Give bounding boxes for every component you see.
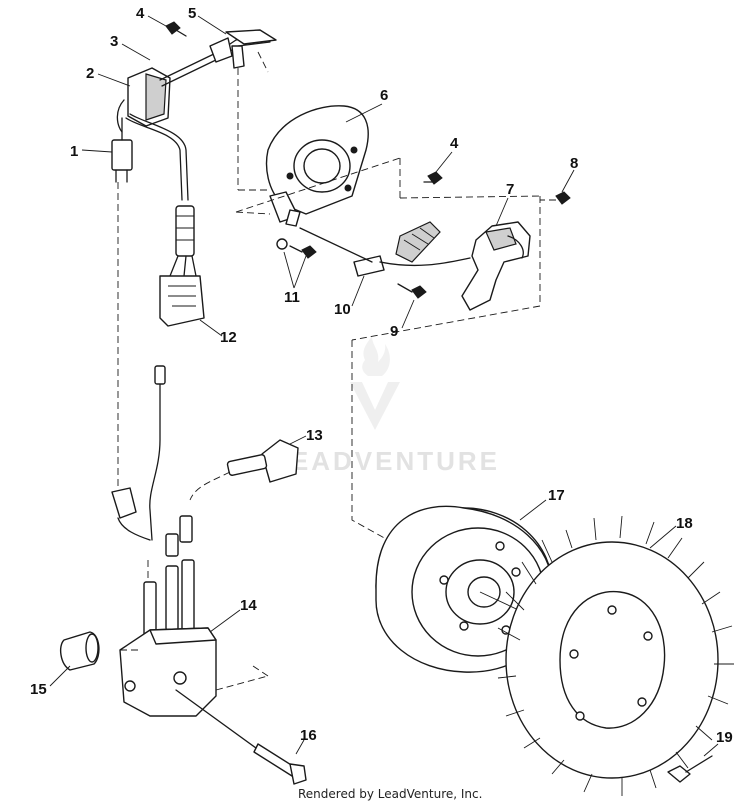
watermark-text: LEADVENTURE: [272, 446, 500, 476]
callout-13: 13: [306, 427, 323, 444]
part-fan-18: [497, 515, 734, 796]
callout-7: 7: [506, 181, 514, 198]
part-connector-1: [111, 117, 133, 183]
callout-18: 18: [676, 515, 693, 532]
fan-blades: [497, 515, 734, 796]
part-connector-block-12: [159, 275, 205, 327]
assembly-frame-lower: [120, 649, 269, 691]
credit-text: Rendered by LeadVenture, Inc.: [298, 787, 482, 801]
callout-1: 1: [70, 143, 78, 160]
part-bolt-16: [175, 689, 307, 785]
callout-2: 2: [86, 65, 94, 82]
part-grommet-15: [59, 631, 100, 671]
part-screw-9: [397, 283, 427, 299]
part-ignition-coil-14: [119, 559, 217, 717]
part-stator-plate-6: [265, 105, 369, 227]
callout-6: 6: [380, 87, 388, 104]
part-lighting-coil-7: [461, 221, 531, 311]
part-sleeves: [147, 515, 193, 580]
callout-15: 15: [30, 681, 47, 698]
callout-14: 14: [240, 597, 257, 614]
part-coil-winding: [395, 221, 441, 263]
part-regulator-2: [116, 67, 171, 133]
callout-5: 5: [188, 5, 196, 22]
part-nut-19: [667, 755, 713, 783]
part-screws-11: [276, 238, 317, 259]
watermark: LEADVENTURE: [272, 336, 500, 476]
leader-lines: [49, 15, 719, 757]
callouts: 1 2 3 4 5 6 4 8 7 11 10 9 12 13 17 18 14…: [30, 5, 733, 746]
callout-10: 10: [334, 301, 351, 318]
part-wire-lower: [111, 365, 166, 541]
callout-4: 4: [136, 5, 145, 22]
part-flywheel-17: [351, 340, 553, 673]
part-bolt-4-right: [423, 171, 443, 185]
callout-19: 19: [716, 729, 733, 746]
callout-12: 12: [220, 329, 237, 346]
callout-3: 3: [110, 33, 118, 50]
part-spark-cap-13: [189, 439, 299, 501]
part-bolt-4: [165, 21, 187, 37]
part-bolt-8: [540, 191, 571, 205]
callout-11: 11: [284, 289, 300, 306]
callout-17: 17: [548, 487, 565, 504]
part-pickup-10: [299, 227, 471, 277]
callout-4-right: 4: [450, 135, 459, 152]
callout-9: 9: [390, 323, 398, 340]
wire-harness-main: [125, 113, 197, 277]
part-bracket-5: [225, 29, 277, 191]
callout-16: 16: [300, 727, 317, 744]
watermark-logo: [350, 336, 400, 430]
stator-assembly-frame: [235, 157, 541, 341]
callout-8: 8: [570, 155, 578, 172]
